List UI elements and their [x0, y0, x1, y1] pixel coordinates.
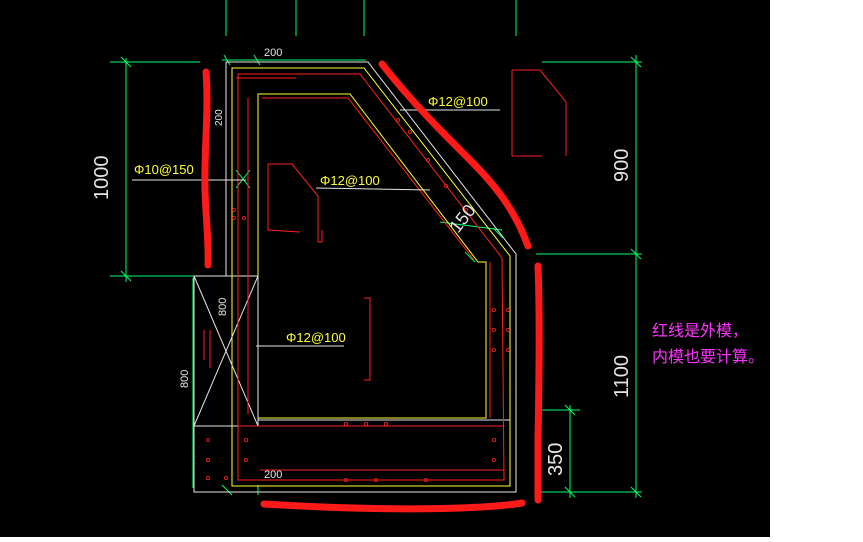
dimension-lines	[110, 54, 642, 498]
dim-diag-150: 150	[445, 200, 479, 236]
dim-col-800-v: 800	[217, 298, 229, 316]
label-inner-rebar: Φ12@100	[320, 173, 380, 188]
rebar-lines	[203, 69, 567, 481]
dim-bottom-200: 200	[264, 469, 282, 481]
dimension-texts: 200 200 1000 900 150 1100 350 800 800 20…	[91, 47, 633, 481]
rebar-dots	[205, 118, 510, 482]
label-diag-rebar: Φ12@100	[428, 94, 488, 109]
annotation-line-2: 内模也要计算。	[652, 347, 764, 366]
label-mid-rebar: Φ12@100	[286, 330, 346, 345]
top-column-lines	[225, 0, 517, 36]
dim-right-900: 900	[611, 149, 633, 182]
label-left-stirrup: Φ10@150	[134, 162, 194, 177]
white-margin	[770, 0, 863, 537]
annotation-note: 红线是外模， 内模也要计算。	[652, 321, 764, 366]
leader-lines	[132, 109, 500, 347]
wall-outlines	[193, 61, 517, 493]
rebar-label-texts: Φ12@100 Φ12@100 Φ10@150 Φ12@100	[134, 94, 488, 345]
red-markup-strokes	[201, 60, 543, 513]
cad-drawing-canvas: 200 200 1000 900 150 1100 350 800 800 20…	[0, 0, 770, 537]
drawing-svg: 200 200 1000 900 150 1100 350 800 800 20…	[91, 0, 764, 513]
dim-top-200: 200	[264, 47, 282, 59]
dim-right-350: 350	[545, 443, 567, 476]
dim-left-1000: 1000	[91, 156, 113, 201]
dim-side-200: 200	[214, 109, 225, 126]
dim-right-1100: 1100	[611, 355, 633, 398]
annotation-line-1: 红线是外模，	[652, 321, 748, 340]
dim-col-800-h: 800	[179, 370, 191, 388]
